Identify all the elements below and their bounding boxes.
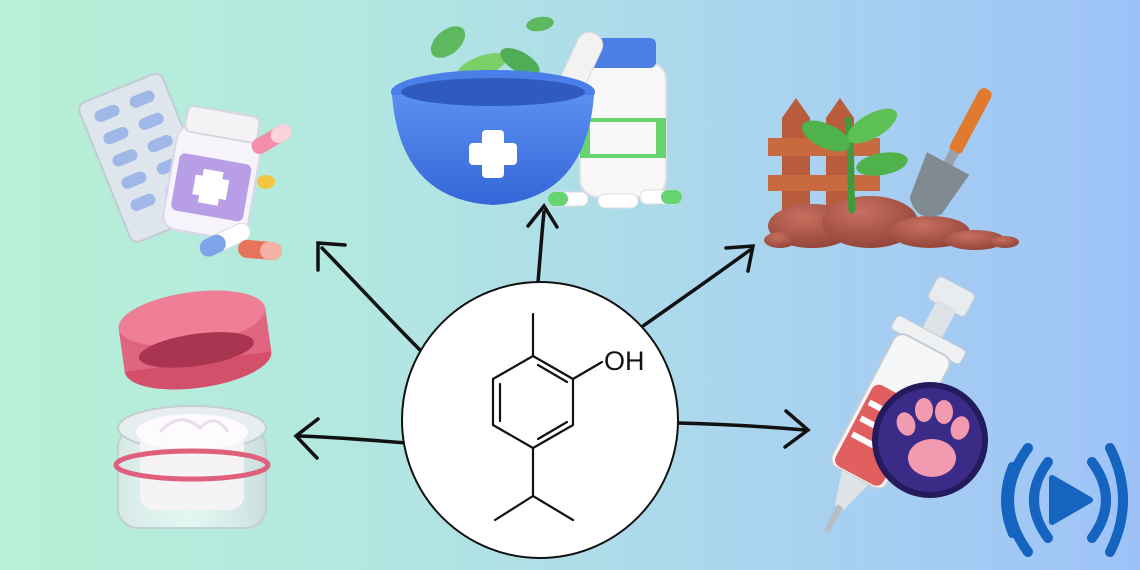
arrow-to-herbal: [526, 202, 559, 284]
mortar-pestle-herbs-icon: [391, 16, 683, 209]
arrow-to-pharmaceuticals: [316, 241, 422, 352]
arrow-to-agriculture: [641, 244, 756, 328]
cream-jar-icon: [113, 290, 272, 529]
plant-shovel-fence-icon: [764, 88, 1019, 250]
thymol-structure: [491, 312, 604, 522]
sound-wave-play-logo: [1001, 443, 1128, 557]
arrow-to-cosmetics: [293, 417, 409, 460]
syringe-paw-icon: [823, 276, 988, 534]
hydroxyl-label: OH: [604, 346, 645, 376]
molecule-circle: [401, 281, 679, 559]
arrow-to-veterinary: [676, 409, 811, 449]
pill-bottle-blister-icon: [78, 72, 292, 261]
